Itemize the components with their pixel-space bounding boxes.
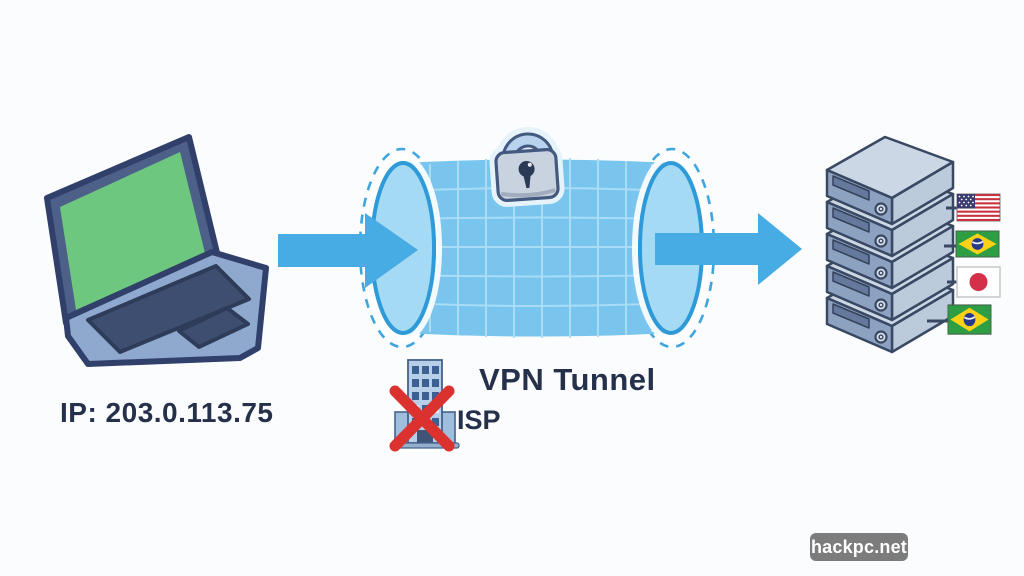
arrow-right-icon-outbound [655,213,802,285]
watermark-text: hackpc.net [810,536,908,557]
lock-keyhole-highlight [527,162,532,167]
brazil-flag-icon-2 [947,304,992,336]
laptop-screen [60,152,205,310]
laptop-touchpad [177,306,250,349]
padlock-icon [489,127,565,207]
vpn-tunnel-label: VPN Tunnel [479,362,656,397]
brazil-flag-icon [955,230,1000,258]
japan-flag-icon [956,266,1001,298]
laptop-keyboard [86,264,251,354]
building-door [417,430,433,444]
flag-connectors [927,206,957,323]
red-x-icon [389,385,455,452]
lock-keyhole-slot [522,172,531,189]
client-ip-label: IP: 203.0.113.75 [60,397,274,428]
lock-body-base [501,188,556,198]
laptop-icon [44,134,269,367]
isp-label: ISP [457,405,501,435]
arrow-right-icon-inbound [278,213,418,288]
watermark-badge: hackpc.net [810,533,908,561]
united-states-flag-icon [956,193,1001,222]
